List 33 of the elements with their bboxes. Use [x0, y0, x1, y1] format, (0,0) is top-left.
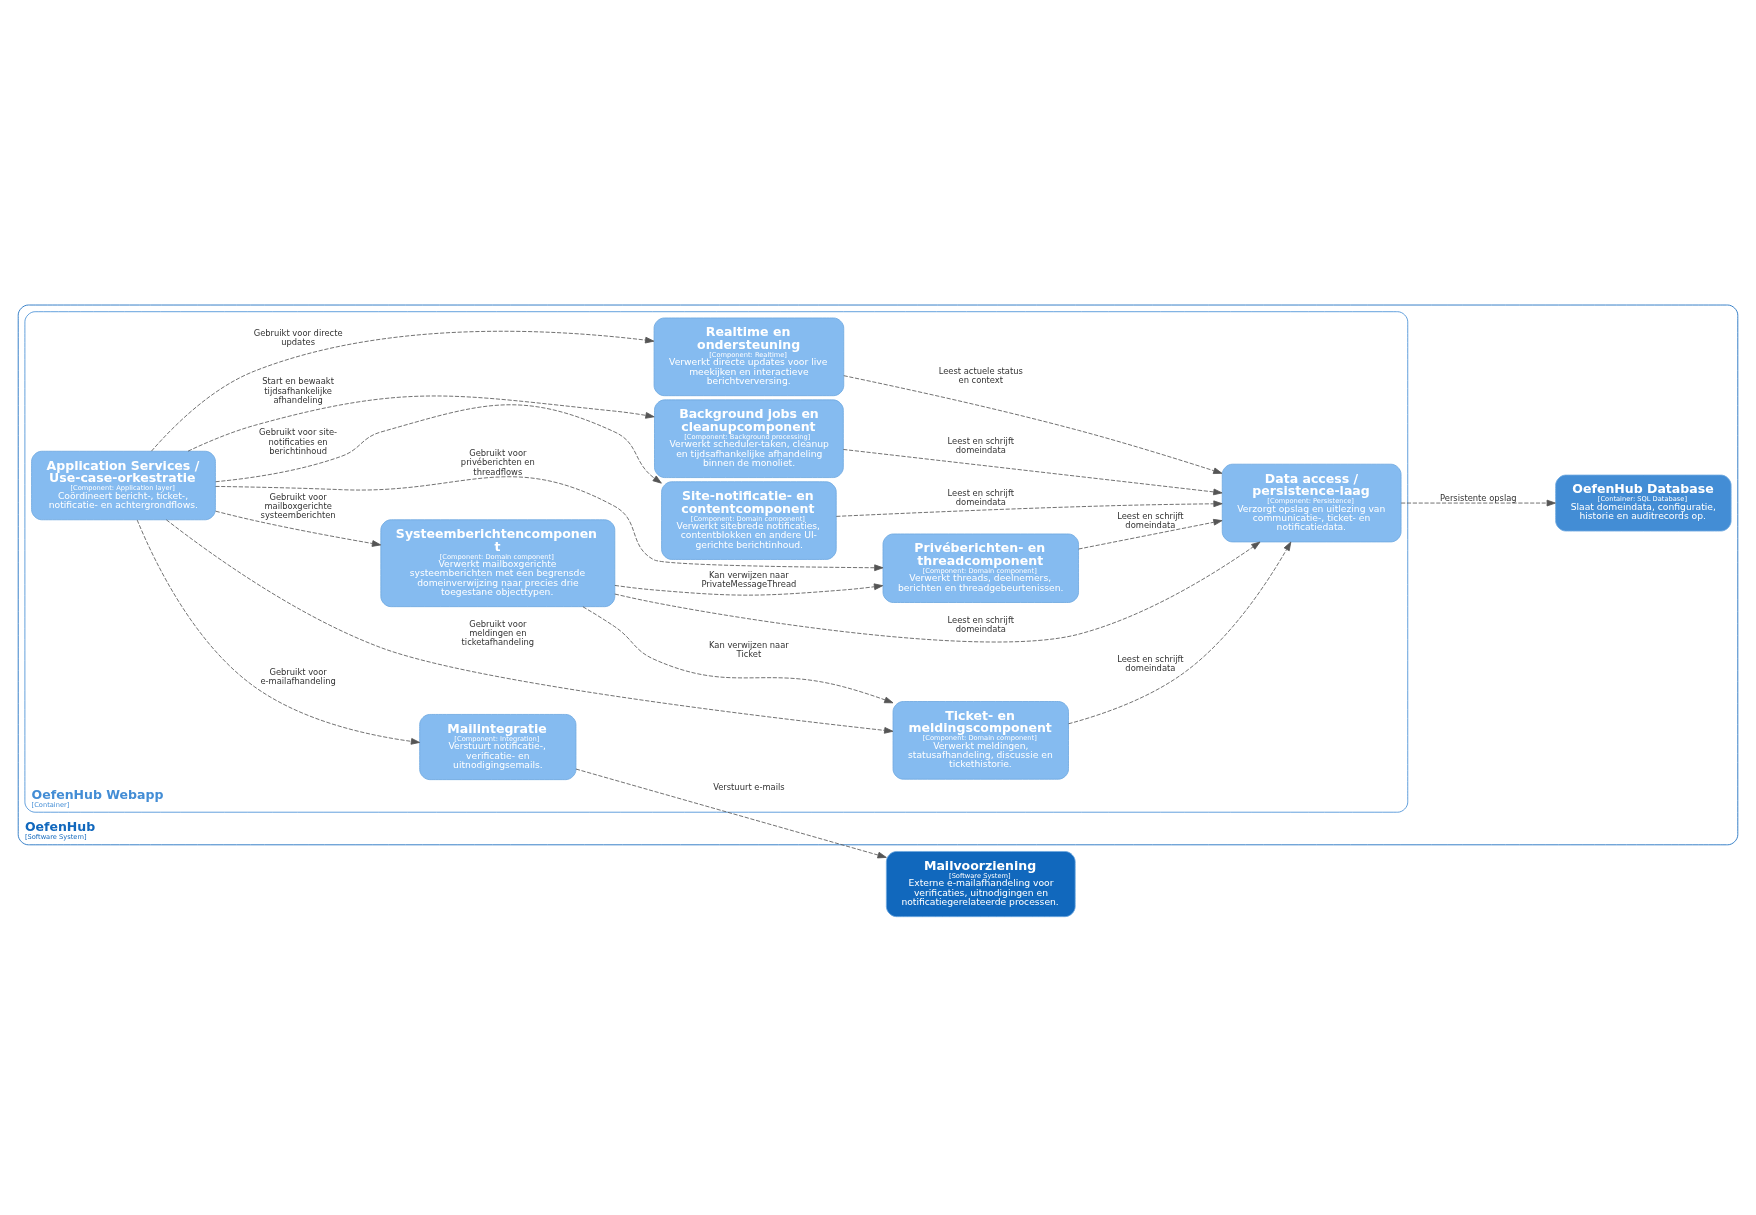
edge-label: Leest en schrijft domeindata — [947, 435, 1015, 455]
edge-label: Leest en schrijft domeindata — [1117, 510, 1184, 531]
edge-label: Gebruikt voor mailboxgerichte systeemberichten — [260, 491, 336, 521]
edge-label: Leest en schrijft domeindata — [947, 614, 1015, 634]
arrow — [575, 768, 887, 859]
arrow — [151, 330, 655, 452]
edge-label: Gebruikt voor privéberichten en threadflows — [460, 448, 535, 477]
edge-label: Leest actuele status en context — [938, 365, 1023, 385]
edge-label: Start en bewaakt tijdsafhankelijke afhandeling — [262, 376, 334, 405]
arrow — [843, 375, 1223, 474]
edge-label: Verstuurt e-mails — [713, 781, 785, 792]
edge-label: Persistente opslag — [1440, 492, 1517, 503]
arrow — [1400, 499, 1556, 507]
edge-label: Gebruikt voor meldingen en ticketafhandeling — [461, 618, 535, 648]
arrow — [187, 395, 655, 452]
arrow — [136, 519, 421, 745]
arrow — [614, 583, 884, 596]
arrow — [215, 510, 382, 547]
arrow — [215, 476, 884, 572]
edge-label: Gebruikt voor directe updates — [253, 327, 343, 348]
edge-label: Kan verwijzen naar Ticket — [709, 639, 789, 659]
edge-label: Leest en schrijft domeindata — [1117, 653, 1184, 673]
arrow — [614, 541, 1261, 643]
arrow — [582, 606, 894, 704]
arrow — [1068, 541, 1292, 725]
arrow — [842, 449, 1223, 496]
arrow — [835, 500, 1223, 517]
edge-label: Kan verwijzen naar PrivateMessageThread — [701, 570, 797, 590]
arrow — [215, 404, 662, 484]
edge-label: Gebruikt voor e-mailafhandeling — [260, 667, 336, 687]
arrow — [1078, 518, 1223, 550]
edge-label: Gebruikt voor site-notificaties en berichtinhoud — [259, 427, 338, 456]
edge-label: Leest en schrijft domeindata — [947, 487, 1015, 507]
